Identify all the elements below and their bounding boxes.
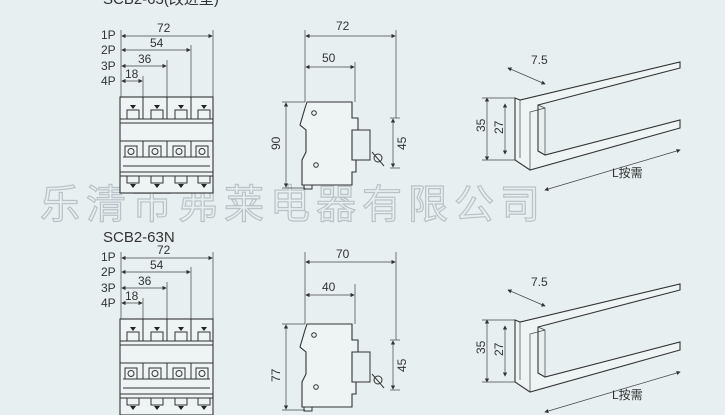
inner-depth-dim: 50 [322,51,336,65]
block-scb2-63-improved: SCB2-63(改进型) 1P 2P 3P 4P 72 54 36 18 72 … [101,0,681,193]
width-dim: 72 [157,21,171,35]
rail-lip-dim: 7.5 [531,53,548,67]
din-rail [514,283,681,393]
breaker-side-view [299,101,385,190]
rail-lip-dim: 7.5 [531,275,548,289]
height-dim: 90 [269,136,283,150]
block-scb2-63n: SCB2-63N 1P 2P 3P 4P 72 54 36 18 70 40 7… [101,229,681,415]
breaker-front-view [120,97,213,193]
mid-height-dim: 45 [395,358,409,372]
depth-dim: 72 [336,19,350,33]
pole-label: 4P [101,74,116,88]
width-dim: 18 [125,67,139,81]
rail-inner-dim: 27 [492,342,506,356]
width-dim: 36 [138,274,152,288]
height-dim: 77 [269,368,283,382]
depth-dim: 70 [336,247,350,261]
mid-height-dim: 45 [395,136,409,150]
watermark-text: 乐清市弗莱电器有限公司 [40,182,546,228]
pole-label: 2P [101,43,116,57]
pole-label: 3P [101,59,116,73]
rail-height-dim: 35 [474,340,488,354]
breaker-side-view [299,323,385,412]
breaker-front-view [120,319,213,415]
pole-label: 3P [101,281,116,295]
model-title: SCB2-63(改进型) [103,0,219,8]
pole-label: 4P [101,296,116,310]
width-dim: 36 [138,52,152,66]
pole-label: 1P [101,250,116,264]
rail-length-dim: L按需 [612,388,643,402]
model-title: SCB2-63N [103,229,175,246]
rail-height-dim: 35 [474,118,488,132]
din-rail [514,61,681,171]
pole-label: 1P [101,28,116,42]
width-dim: 54 [150,258,164,272]
rail-inner-dim: 27 [492,120,506,134]
pole-label: 2P [101,265,116,279]
width-dim: 18 [125,289,139,303]
rail-length-dim: L按需 [612,166,643,180]
width-dim: 54 [150,36,164,50]
width-dim: 72 [157,243,171,257]
inner-depth-dim: 40 [322,280,336,294]
